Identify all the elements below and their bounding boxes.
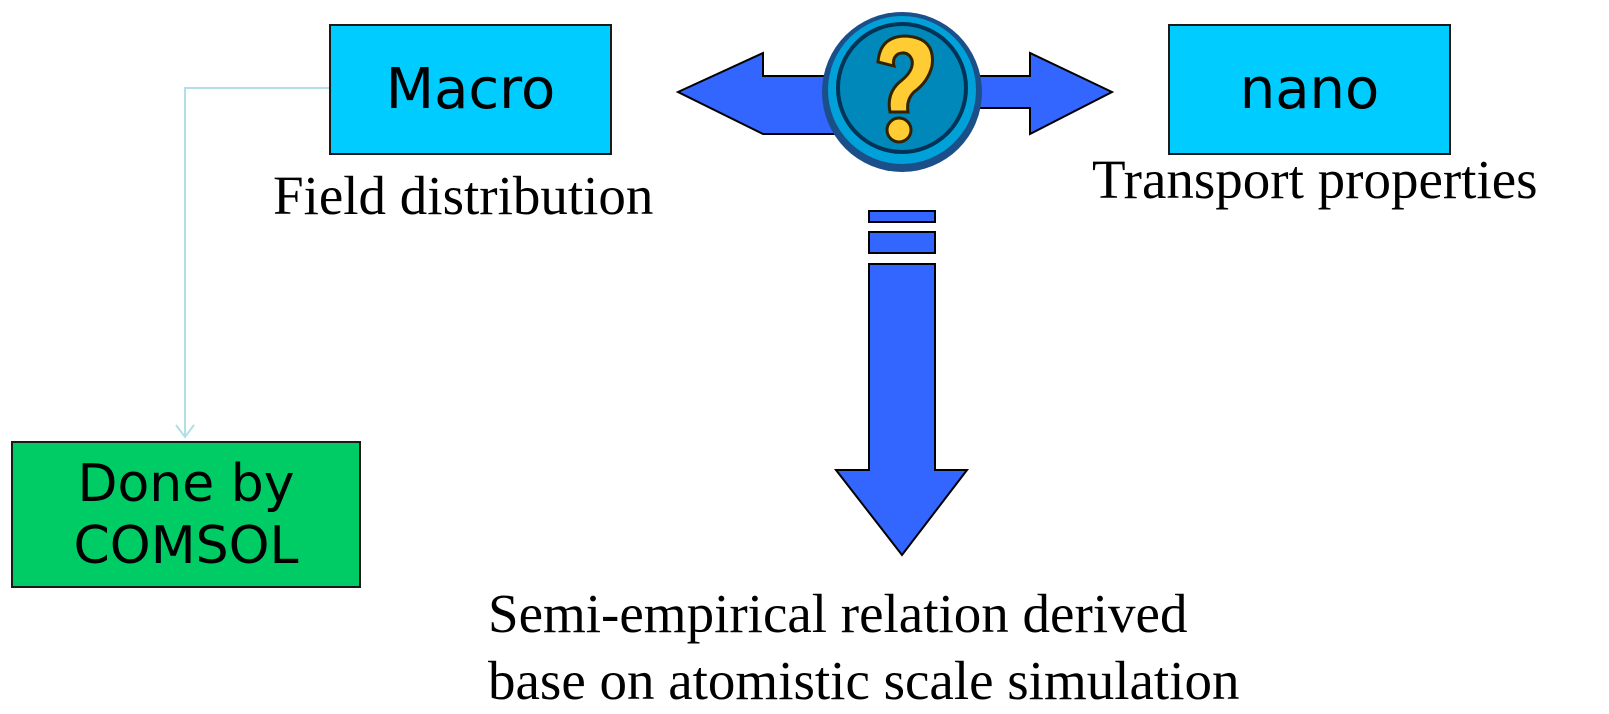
transport-properties-label: Transport properties	[1092, 149, 1538, 210]
nano-box: nano	[1168, 24, 1451, 155]
semi-empirical-line1: Semi-empirical relation derived	[488, 583, 1188, 644]
question-mark-icon	[822, 12, 982, 172]
done-label-line2: COMSOL	[73, 515, 299, 576]
macro-label: Macro	[385, 57, 556, 122]
down-arrow	[833, 263, 970, 557]
macro-box: Macro	[329, 24, 612, 155]
connector-arrowhead	[175, 424, 195, 439]
semi-empirical-caption: Semi-empirical relation derived base on …	[488, 580, 1240, 714]
left-arrow	[675, 51, 847, 135]
down-arrow-stripe-2	[868, 231, 936, 254]
done-label-line1: Done by	[77, 453, 295, 514]
down-arrow-stripe-1	[868, 210, 936, 223]
semi-empirical-line2: base on atomistic scale simulation	[488, 650, 1240, 711]
done-by-comsol-box: Done by COMSOL	[11, 441, 361, 588]
nano-label: nano	[1239, 57, 1380, 122]
connector-line	[184, 87, 329, 437]
field-distribution-label: Field distribution	[273, 165, 654, 226]
